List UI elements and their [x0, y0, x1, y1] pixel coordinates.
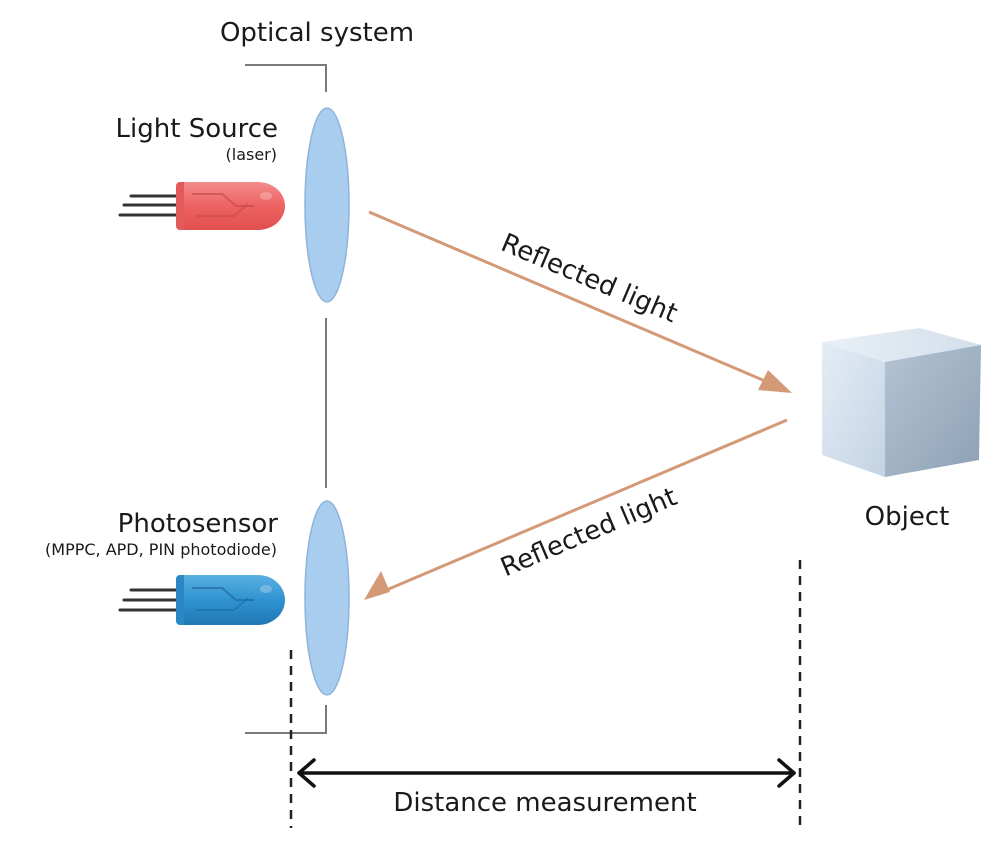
optical-system-frame — [245, 64, 327, 734]
outgoing-beam — [368, 210, 792, 393]
light-source-label: Light Source — [116, 114, 278, 144]
photosensor-sublabel: (MPPC, APD, PIN photodiode) — [45, 540, 277, 559]
upper-lens — [304, 107, 350, 303]
optical-system-label: Optical system — [220, 18, 414, 48]
distance-arrow — [297, 758, 796, 788]
distance-measurement-label: Distance measurement — [393, 788, 696, 818]
cube-icon — [822, 328, 981, 477]
lower-lens — [304, 500, 350, 696]
returning-beam — [364, 418, 788, 600]
laser-diode-icon — [118, 182, 285, 230]
light-source-sublabel: (laser) — [226, 145, 278, 164]
photosensor-label: Photosensor — [118, 509, 279, 539]
photodiode-icon — [118, 575, 285, 625]
distance-guides — [289, 560, 802, 828]
object-label: Object — [865, 502, 950, 532]
